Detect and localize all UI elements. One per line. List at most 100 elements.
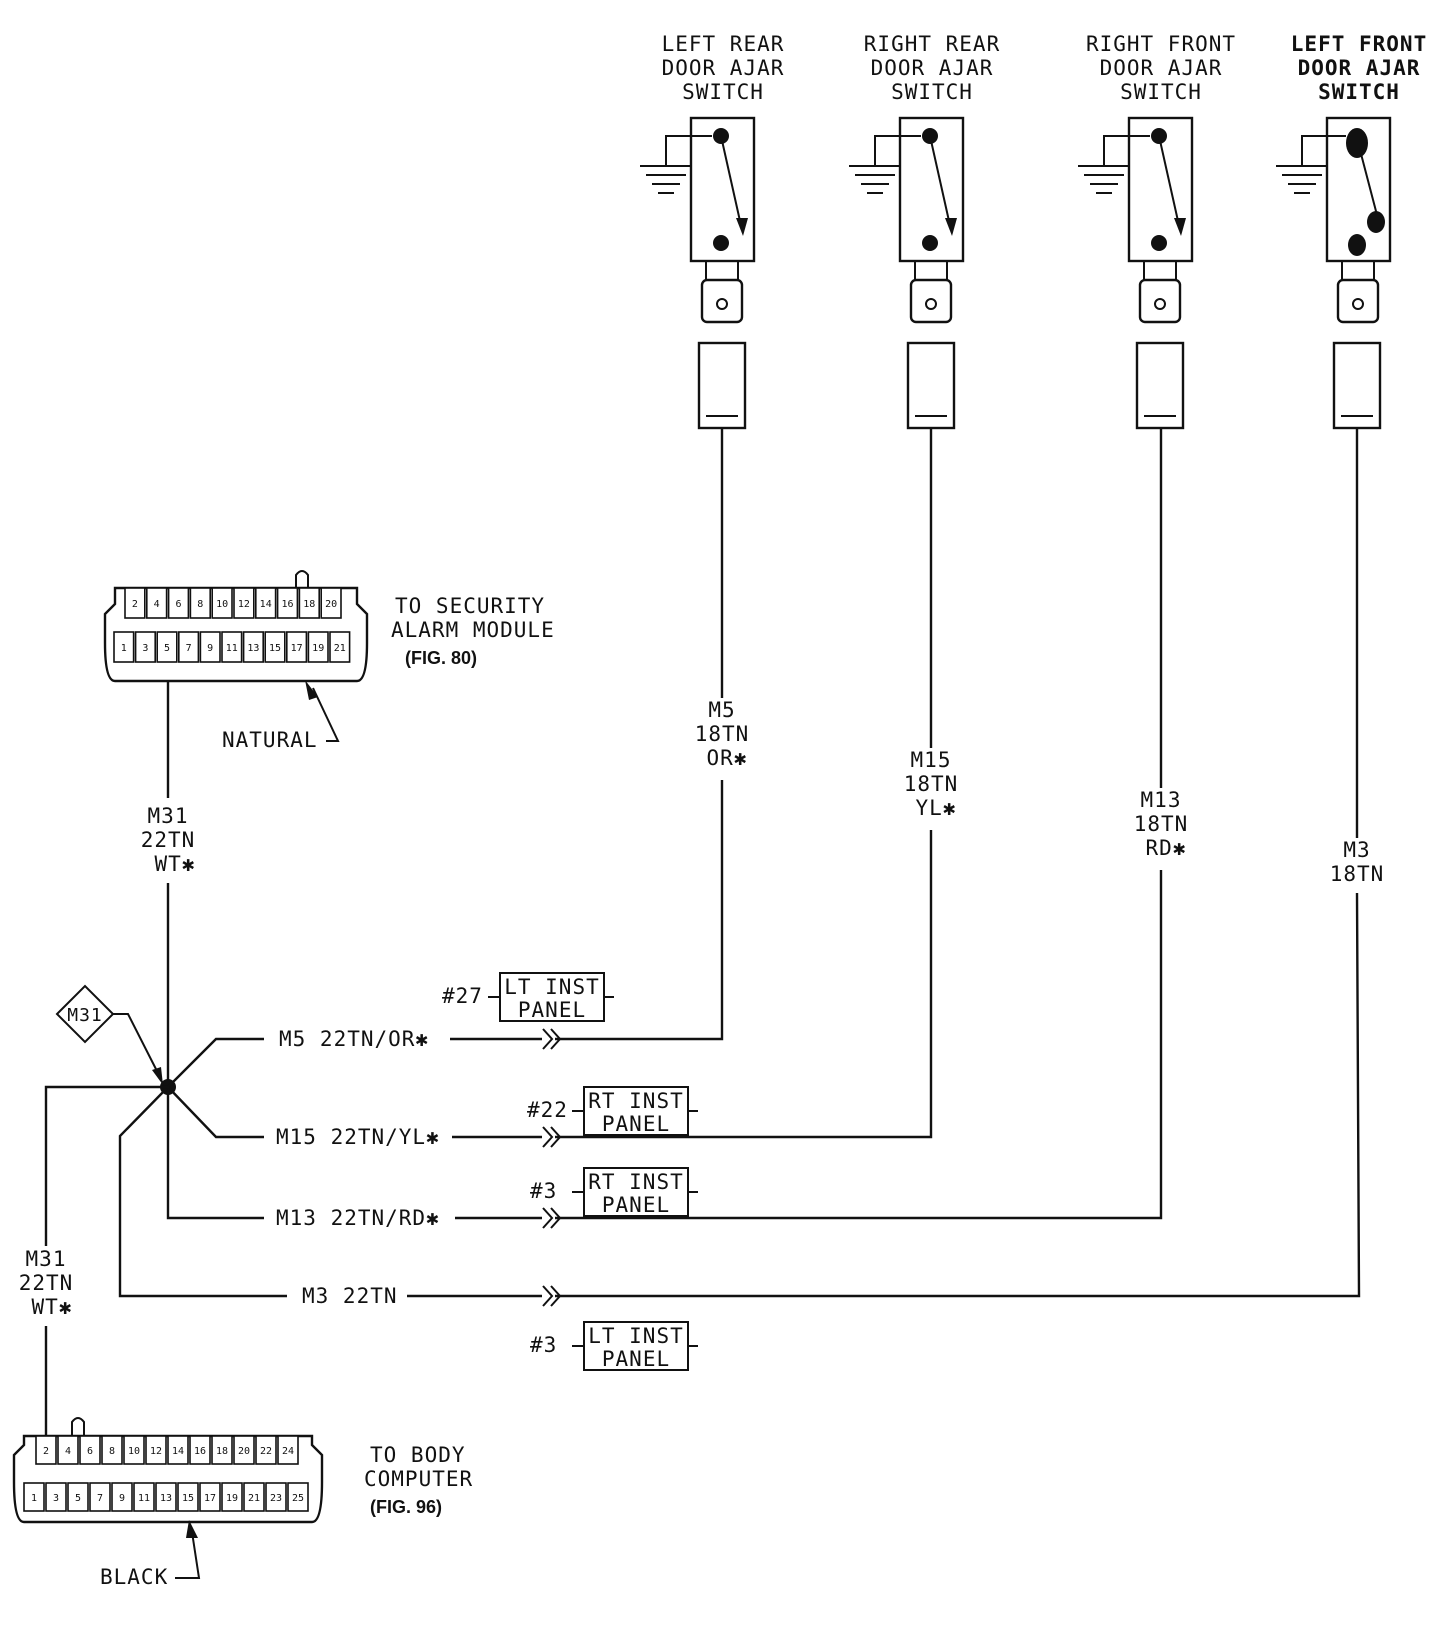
ground-lead bbox=[1301, 135, 1346, 166]
terminal-neck bbox=[1341, 261, 1375, 281]
pin-cavity bbox=[211, 587, 233, 619]
pin-number: 4 bbox=[65, 1446, 71, 1457]
wire-branch-m31 bbox=[44, 1085, 168, 1246]
pin-cavity bbox=[79, 1435, 101, 1465]
ground-icon bbox=[849, 165, 901, 194]
connector-number: #3 bbox=[530, 1333, 557, 1357]
ground-icon bbox=[640, 165, 692, 194]
pin-cavity bbox=[320, 587, 342, 619]
wire-label: M5 22TN/OR✱ bbox=[279, 1027, 429, 1051]
pin-cavity bbox=[276, 587, 299, 619]
connector-number: #22 bbox=[527, 1098, 568, 1122]
pin-number: 17 bbox=[291, 643, 303, 654]
wire-label-line: M15 bbox=[911, 748, 952, 772]
pin-cavity bbox=[329, 631, 351, 663]
wire-branch-m15 bbox=[167, 1086, 264, 1139]
pin-number: 2 bbox=[132, 599, 138, 610]
ground-icon bbox=[1078, 165, 1130, 194]
pin-cavity bbox=[221, 1482, 243, 1512]
pin-cavity bbox=[133, 1482, 155, 1512]
pin-cavity bbox=[189, 587, 211, 619]
pin-number: 18 bbox=[303, 599, 315, 610]
switch-arm bbox=[929, 135, 952, 231]
pin-cavity bbox=[265, 1482, 287, 1512]
pin-number: 4 bbox=[154, 599, 160, 610]
inline-connector-chevron-icon bbox=[542, 1207, 562, 1229]
connector-tag-line: LT INST bbox=[504, 975, 600, 999]
pin-number: 19 bbox=[226, 1493, 238, 1504]
wire-label-line: M5 bbox=[708, 698, 735, 722]
switch-title-line: SWITCH bbox=[1120, 80, 1202, 104]
pin-cavity bbox=[111, 1482, 133, 1512]
wire-branch-m3 bbox=[118, 1086, 287, 1298]
pin-number: 10 bbox=[216, 599, 228, 610]
pin-cavity bbox=[285, 631, 308, 663]
switch-arm bbox=[1359, 149, 1378, 216]
pin-cavity bbox=[124, 587, 146, 619]
pin-number: 13 bbox=[247, 643, 259, 654]
pin-number: 14 bbox=[172, 1446, 184, 1457]
wire-label-line: 18TN bbox=[904, 772, 959, 796]
inline-connector-chevron-icon bbox=[542, 1285, 562, 1307]
pin-number: 16 bbox=[194, 1446, 206, 1457]
switch-title-line: SWITCH bbox=[682, 80, 764, 104]
pin-number: 21 bbox=[248, 1493, 260, 1504]
callout-arrow-icon bbox=[152, 1067, 163, 1085]
pin-number: 24 bbox=[282, 1446, 294, 1457]
pin-cavity bbox=[35, 1435, 57, 1465]
connector-tag-line: LT INST bbox=[588, 1324, 684, 1348]
wire-label-line: OR✱ bbox=[707, 746, 748, 770]
connector-tag-line: PANEL bbox=[602, 1193, 670, 1217]
pin-cavity bbox=[177, 1482, 199, 1512]
pin-number: 11 bbox=[138, 1493, 150, 1504]
switch-right-front: RIGHT FRONT DOOR AJAR SWITCH M13 18TN RD… bbox=[555, 32, 1236, 1220]
switch-arm bbox=[1158, 135, 1181, 231]
switch-arrow-icon bbox=[945, 218, 957, 236]
pin-number: 21 bbox=[334, 643, 346, 654]
wire-label-line: M31 bbox=[26, 1247, 67, 1271]
switch-title-line: DOOR AJAR bbox=[1100, 56, 1223, 80]
connector-color-label: BLACK bbox=[100, 1565, 168, 1589]
inline-connector-chevron-icon bbox=[542, 1028, 562, 1050]
wire-label: M15 22TN/YL✱ bbox=[276, 1125, 440, 1149]
switch-contact bbox=[922, 235, 938, 251]
pin-cavity bbox=[199, 631, 221, 663]
wire-segment bbox=[555, 830, 933, 1139]
wire-label-line: 22TN bbox=[141, 828, 196, 852]
pin-number: 8 bbox=[197, 599, 203, 610]
ground-icon bbox=[1276, 165, 1328, 194]
pin-cavity bbox=[155, 1482, 177, 1512]
pin-number: 5 bbox=[75, 1493, 81, 1504]
connector-color-label: NATURAL bbox=[222, 728, 318, 752]
pin-number: 11 bbox=[226, 643, 238, 654]
wire-branch-m13 bbox=[166, 1087, 264, 1220]
pin-cavity bbox=[307, 631, 329, 663]
connector-label-line: ALARM MODULE bbox=[391, 618, 555, 642]
wire-label-line: 18TN bbox=[1330, 862, 1385, 886]
pin-cavity bbox=[255, 587, 277, 619]
wire-label-line: M3 bbox=[1343, 838, 1370, 862]
wire-connector bbox=[906, 341, 956, 430]
pin-number: 13 bbox=[160, 1493, 172, 1504]
pin-number: 3 bbox=[53, 1493, 59, 1504]
wire-label: M3 22TN bbox=[302, 1284, 398, 1308]
callout-arrow-icon bbox=[186, 1520, 198, 1538]
switch-title-line: RIGHT FRONT bbox=[1086, 32, 1236, 56]
terminal-neck bbox=[914, 261, 948, 281]
wire-label-line: M31 bbox=[148, 804, 189, 828]
switch-arrow-icon bbox=[736, 218, 748, 236]
pin-cavity bbox=[101, 1435, 123, 1465]
switch-contact bbox=[1346, 128, 1368, 158]
ground-lead bbox=[874, 135, 921, 166]
pin-cavity bbox=[23, 1482, 45, 1512]
pin-cavity bbox=[243, 1482, 265, 1512]
connector-label-line: TO BODY bbox=[370, 1443, 466, 1467]
switch-contact bbox=[1151, 235, 1167, 251]
pin-cavity bbox=[167, 587, 190, 619]
switch-arrow-icon bbox=[1174, 218, 1186, 236]
terminal-neck bbox=[1143, 261, 1177, 281]
switch-title-line: DOOR AJAR bbox=[871, 56, 994, 80]
switch-contact bbox=[1348, 234, 1366, 256]
